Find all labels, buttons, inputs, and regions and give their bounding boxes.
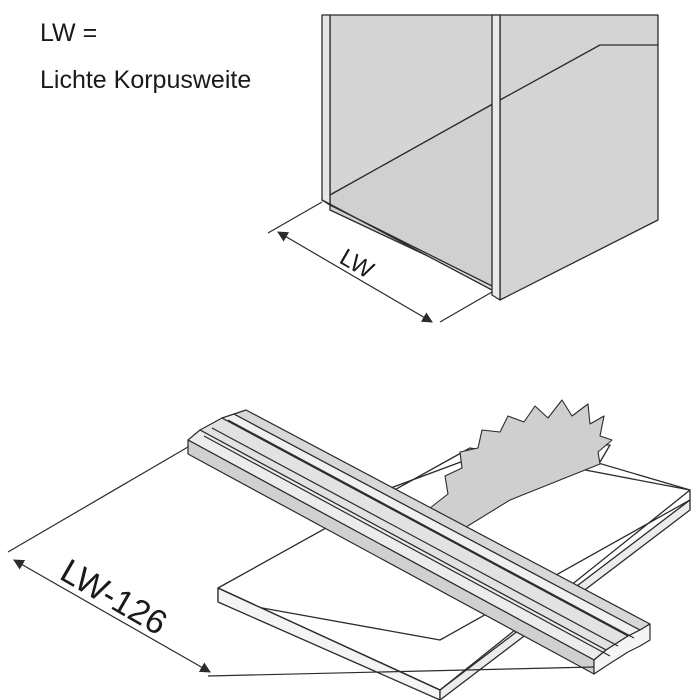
lw-extension-left [267, 201, 323, 234]
cut-extension-left [7, 446, 189, 553]
saw-blade [429, 399, 613, 549]
lw-extension-right [439, 291, 493, 323]
cabinet-right-side [499, 14, 659, 301]
cabinet-left-side [321, 14, 331, 206]
cabinet-right-inner-line [499, 44, 658, 101]
cut-dimension [7, 446, 595, 677]
rail-end-face [593, 623, 651, 675]
rail-profile [187, 409, 651, 675]
lw-label: LW [335, 244, 378, 285]
cut-dimension-line [13, 559, 211, 673]
saw-blade-disc [429, 399, 613, 549]
cut-extension-right [207, 666, 595, 677]
lw-dimension-line [277, 231, 433, 323]
cabinet-right-edge [491, 14, 501, 301]
cabinet [321, 14, 659, 301]
cut-label: LW-126 [54, 552, 173, 643]
legend-definition: Lichte Korpusweite [40, 66, 252, 94]
legend: LW = Lichte Korpusweite [40, 10, 251, 104]
legend-abbreviation: LW = [40, 19, 98, 47]
lw-dimension [267, 201, 493, 323]
